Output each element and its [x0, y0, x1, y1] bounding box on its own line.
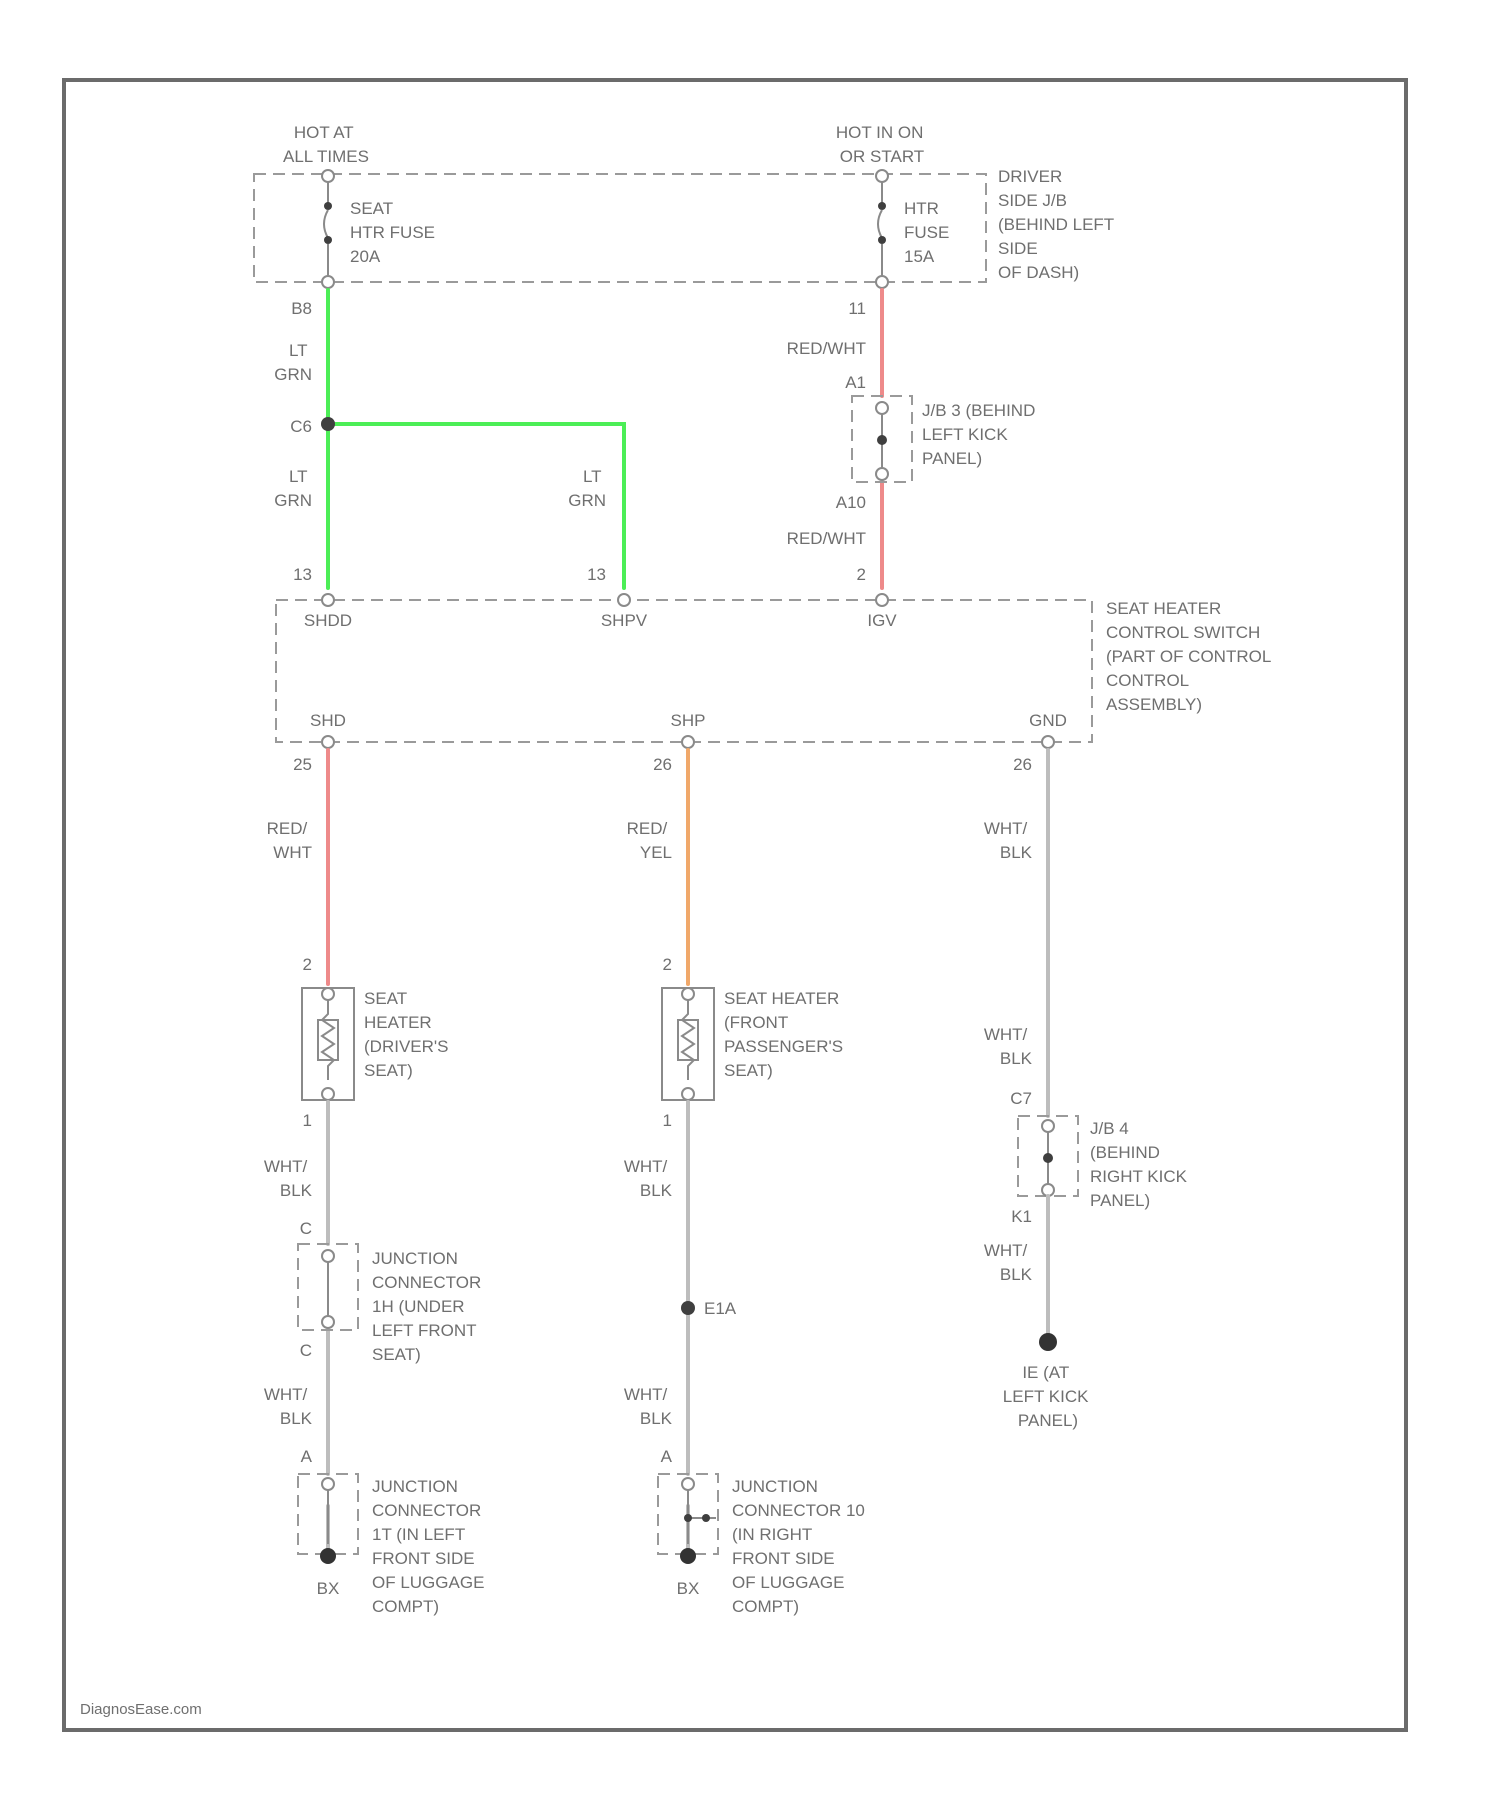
wire-label-wht-blk-driver-1: WHT/ BLK	[264, 1157, 313, 1200]
jb4-label: J/B 4 (BEHIND RIGHT KICK PANEL)	[1090, 1119, 1192, 1210]
ground-ie-icon	[1039, 1333, 1057, 1351]
wire-label-red-wht-upper-2: RED/WHT	[787, 529, 866, 548]
pin-shdd-label: SHDD	[304, 611, 352, 630]
jb3-connector	[876, 402, 888, 480]
seat-htr-fuse	[322, 170, 334, 288]
pin-c-bottom: C	[300, 1341, 312, 1360]
pin-c6: C6	[290, 417, 312, 436]
wire-label-lt-grn-2: LT GRN	[274, 467, 312, 510]
jc-left-luggage-label: JUNCTION CONNECTOR 1T (IN LEFT FRONT SID…	[372, 1477, 489, 1616]
wire-label-wht-blk-gnd-3: WHT/ BLK	[984, 1241, 1033, 1284]
splice-e1a-label: E1A	[704, 1299, 737, 1318]
wire-label-wht-blk-passenger-2: WHT/ BLK	[624, 1385, 673, 1428]
pin-26-gnd: 26	[1013, 755, 1032, 774]
ground-bx-left-label: BX	[317, 1579, 340, 1598]
passenger-seat-heater	[662, 988, 714, 1100]
driver-seat-heater	[302, 988, 354, 1100]
passenger-seat-heater-label: SEAT HEATER (FRONT PASSENGER'S SEAT)	[724, 989, 848, 1080]
pin-gnd-label: GND	[1029, 711, 1067, 730]
ground-bx-left-icon	[320, 1548, 336, 1564]
pin-a10: A10	[836, 493, 866, 512]
jb3-label: J/B 3 (BEHIND LEFT KICK PANEL)	[922, 401, 1040, 468]
pin-shp-label: SHP	[671, 711, 706, 730]
seat-htr-fuse-label: SEAT HTR FUSE 20A	[350, 199, 440, 266]
jc-right-luggage-label: JUNCTION CONNECTOR 10 (IN RIGHT FRONT SI…	[732, 1477, 870, 1616]
wire-label-lt-grn-3: LT GRN	[568, 467, 606, 510]
splice-dot-c6	[321, 417, 335, 431]
pin-a-right: A	[661, 1447, 673, 1466]
jb4-connector	[1042, 1120, 1054, 1196]
pin-c7: C7	[1010, 1089, 1032, 1108]
pin-igv-terminal	[876, 594, 888, 606]
pin-b8: B8	[291, 299, 312, 318]
wire-label-wht-blk-gnd-1: WHT/ BLK	[984, 819, 1033, 862]
driver-seat-heater-label: SEAT HEATER (DRIVER'S SEAT)	[364, 989, 453, 1080]
pin-13-right: 13	[587, 565, 606, 584]
pin-1-driver: 1	[303, 1111, 312, 1130]
pin-shp-terminal	[682, 736, 694, 748]
splice-e1a-dot	[681, 1301, 695, 1315]
pin-1-passenger: 1	[663, 1111, 672, 1130]
wire-label-lt-grn-1: LT GRN	[274, 341, 312, 384]
pin-shd-terminal	[322, 736, 334, 748]
wire-label-red-wht: RED/ WHT	[267, 819, 312, 862]
ground-bx-right-icon	[680, 1548, 696, 1564]
hot-at-all-times-label: HOT AT ALL TIMES	[283, 123, 369, 166]
pin-shd-label: SHD	[310, 711, 346, 730]
pin-25: 25	[293, 755, 312, 774]
pin-2-passenger-heater: 2	[663, 955, 672, 974]
ground-ie-label: IE (AT LEFT KICK PANEL)	[1003, 1363, 1093, 1430]
hot-in-on-label: HOT IN ON OR START	[836, 123, 928, 166]
pin-shpv-terminal	[618, 594, 630, 606]
watermark: DiagnosEase.com	[80, 1701, 202, 1718]
jc-left-seat-label: JUNCTION CONNECTOR 1H (UNDER LEFT FRONT …	[372, 1249, 486, 1364]
pin-a1: A1	[845, 373, 866, 392]
ground-bx-right-label: BX	[677, 1579, 700, 1598]
jc-1t-connector	[322, 1478, 334, 1544]
wire-label-red-yel: RED/ YEL	[627, 819, 672, 862]
jc-1h-connector	[322, 1250, 334, 1328]
driver-side-jb-label: DRIVER SIDE J/B (BEHIND LEFT SIDE OF DAS…	[998, 167, 1119, 282]
pin-11: 11	[848, 299, 866, 318]
wire-label-wht-blk-driver-2: WHT/ BLK	[264, 1385, 313, 1428]
wire-label-wht-blk-passenger-1: WHT/ BLK	[624, 1157, 673, 1200]
wire-label-red-wht-upper-1: RED/WHT	[787, 339, 866, 358]
pin-gnd-terminal	[1042, 736, 1054, 748]
htr-fuse	[876, 170, 888, 288]
pin-2-driver-heater: 2	[303, 955, 312, 974]
pin-shpv-label: SHPV	[601, 611, 648, 630]
pin-a-left: A	[301, 1447, 313, 1466]
pin-c-top: C	[300, 1219, 312, 1238]
pin-igv-label: IGV	[867, 611, 897, 630]
pin-2-igv: 2	[857, 565, 866, 584]
pin-13-left: 13	[293, 565, 312, 584]
control-switch-label: SEAT HEATER CONTROL SWITCH (PART OF CONT…	[1106, 599, 1275, 714]
pin-26-shp: 26	[653, 755, 672, 774]
wire-label-wht-blk-gnd-2: WHT/ BLK	[984, 1025, 1033, 1068]
htr-fuse-label: HTR FUSE 15A	[904, 199, 954, 266]
pin-shdd-terminal	[322, 594, 334, 606]
jc-10-connector	[682, 1478, 716, 1544]
pin-k1: K1	[1011, 1207, 1032, 1226]
